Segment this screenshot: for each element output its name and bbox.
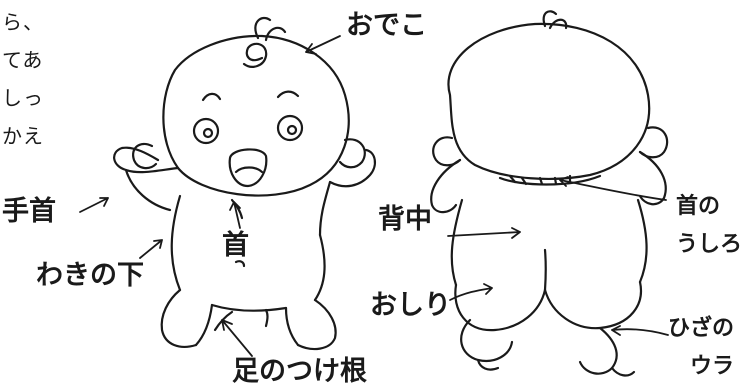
label-senaka: 背中: [378, 204, 432, 235]
label-ashi-no-tsukene: 足のつけ根: [232, 356, 367, 387]
annotation-arrows: [79, 35, 669, 357]
snippet-line-1: ら、: [2, 10, 44, 34]
label-hiza-no-ura-2: ウラ: [690, 354, 735, 379]
label-kubi: 首: [222, 230, 249, 261]
snippet-line-4: かえ: [2, 124, 44, 148]
label-oshiri: おしり: [370, 290, 451, 321]
snippet-line-3: しっ: [2, 86, 44, 110]
label-hiza-no-ura-1: ひざの: [668, 316, 735, 341]
front-baby: [113, 16, 376, 351]
label-waki-no-shita: わきの下: [36, 260, 144, 291]
snippet-line-2: てあ: [2, 48, 44, 72]
label-odeko: おでこ: [346, 10, 427, 41]
label-tekubi: 手首: [2, 196, 56, 227]
label-kubi-no-ushiro-1: 首の: [676, 194, 721, 219]
label-kubi-no-ushiro-2: うしろ: [676, 232, 743, 257]
back-baby: [430, 10, 669, 377]
